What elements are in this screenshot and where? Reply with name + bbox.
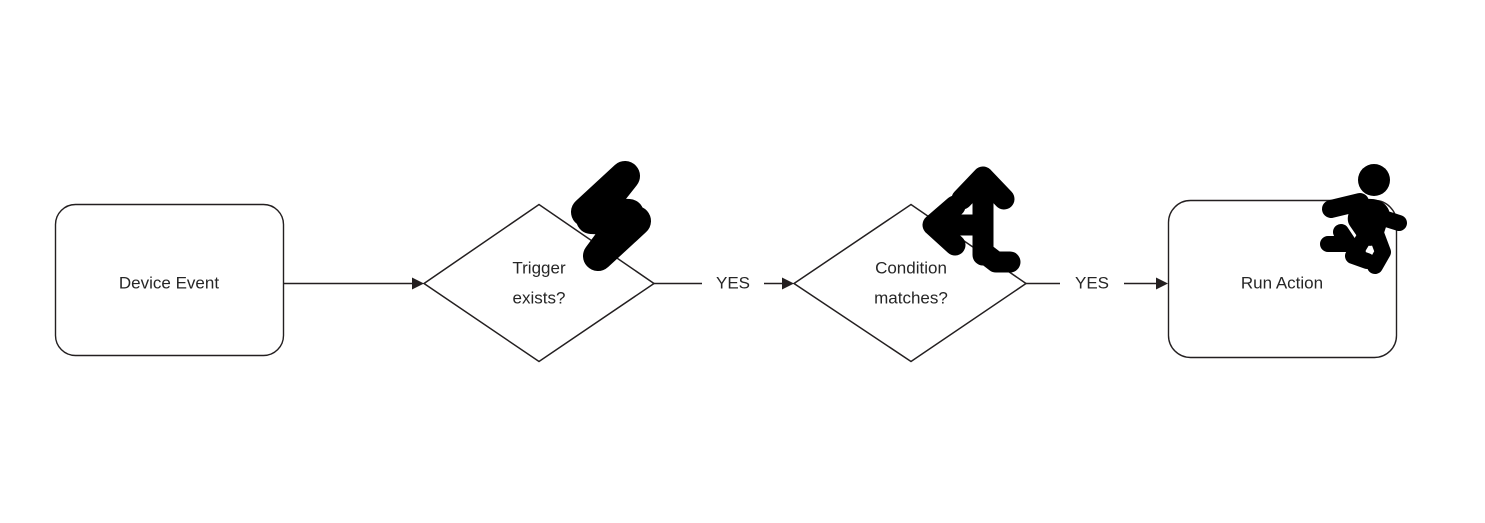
branch-up-arrowhead	[951, 166, 1015, 210]
device-event-box[interactable]	[54, 203, 285, 357]
runner-motion-mark	[1320, 224, 1357, 252]
runner-front-leg	[1345, 230, 1375, 269]
device-event-label: Device Event	[119, 273, 219, 292]
branch-lower-bend	[972, 241, 1021, 273]
condition-matches-label-line1: Condition	[875, 258, 947, 277]
condition-matches-label-line2: matches?	[874, 288, 948, 307]
edge-2-arrowhead	[782, 277, 794, 290]
trigger-exists-label-line2: exists?	[513, 288, 566, 307]
edge-1-arrowhead	[412, 277, 424, 290]
lightning-bolt-shape	[571, 161, 651, 271]
runner-front-arm	[1375, 210, 1407, 231]
edge-3-arrowhead	[1156, 277, 1168, 290]
running-person-icon	[1320, 164, 1407, 274]
run-action-label: Run Action	[1241, 273, 1323, 292]
edge-2-label: YES	[716, 273, 750, 292]
runner-back-leg	[1367, 228, 1391, 274]
node-device-event[interactable]: Device Event	[54, 203, 285, 357]
edge-condition-to-run-action: YES	[1026, 273, 1168, 292]
runner-back-arm	[1322, 193, 1369, 218]
edge-trigger-to-condition: YES	[654, 273, 794, 292]
trigger-exists-label-line1: Trigger	[512, 258, 566, 277]
runner-head	[1358, 164, 1390, 196]
edge-device-event-to-trigger	[284, 277, 424, 290]
branch-left-arrowhead	[922, 195, 966, 256]
lightning-bolt-icon	[571, 161, 651, 271]
edge-3-label: YES	[1075, 273, 1109, 292]
branch-arrows-icon	[922, 166, 1021, 273]
